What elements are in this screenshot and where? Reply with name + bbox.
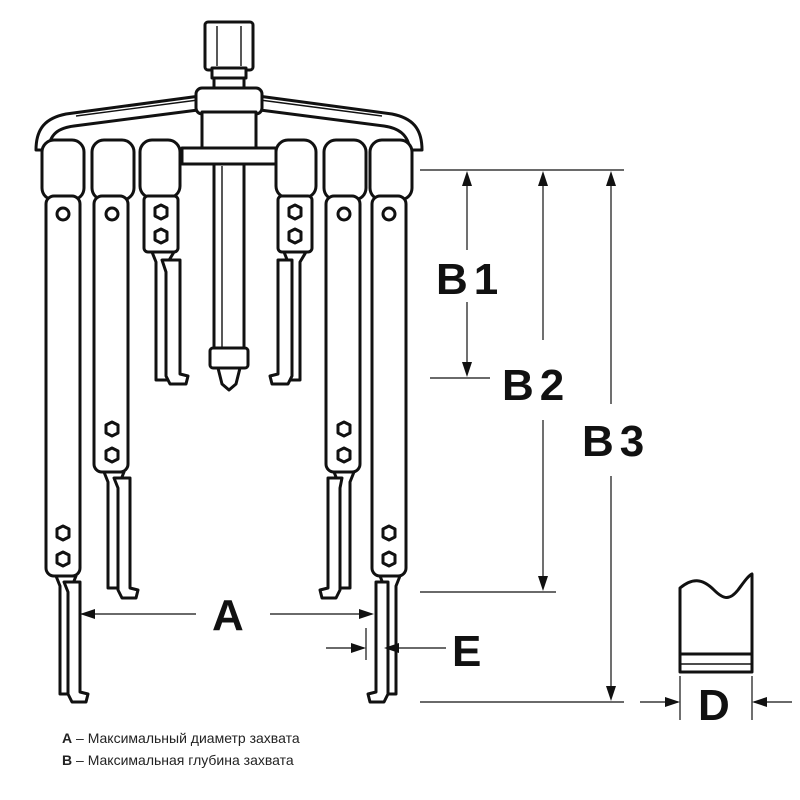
right-long-arm (366, 138, 414, 704)
right-short-arm (268, 138, 318, 386)
spindle-nut (203, 20, 255, 90)
label-b2: B2 (502, 361, 570, 410)
label-b1: B1 (436, 255, 504, 304)
dimension-b3 (420, 169, 624, 703)
legend-text-b: Максимальная глубина захвата (87, 752, 294, 768)
dimension-b2 (420, 169, 556, 593)
legend-text-a: Максимальный диаметр захвата (87, 730, 300, 746)
label-e: E (452, 627, 487, 676)
legend-line-a: A – Максимальный диаметр захвата (62, 730, 300, 746)
dimension-e (326, 628, 446, 660)
legend-sep-a: – (72, 730, 88, 746)
center-spindle (208, 162, 250, 392)
right-middle-arm (318, 138, 368, 600)
left-long-arm (40, 138, 90, 704)
jaw-profile (678, 572, 754, 674)
left-middle-arm (90, 138, 140, 600)
legend-sep-b: – (72, 752, 88, 768)
dimension-a (80, 609, 374, 619)
legend-key-b: B (62, 752, 73, 768)
dimension-d (640, 676, 792, 720)
dimension-b1 (420, 169, 490, 379)
label-d: D (698, 681, 736, 730)
legend-line-b: B – Максимальная глубина захвата (62, 752, 294, 768)
left-short-arm (138, 138, 190, 386)
label-b3: B3 (582, 417, 650, 466)
label-a: A (212, 591, 250, 640)
puller-yoke (34, 86, 424, 166)
legend-key-a: A (62, 730, 73, 746)
